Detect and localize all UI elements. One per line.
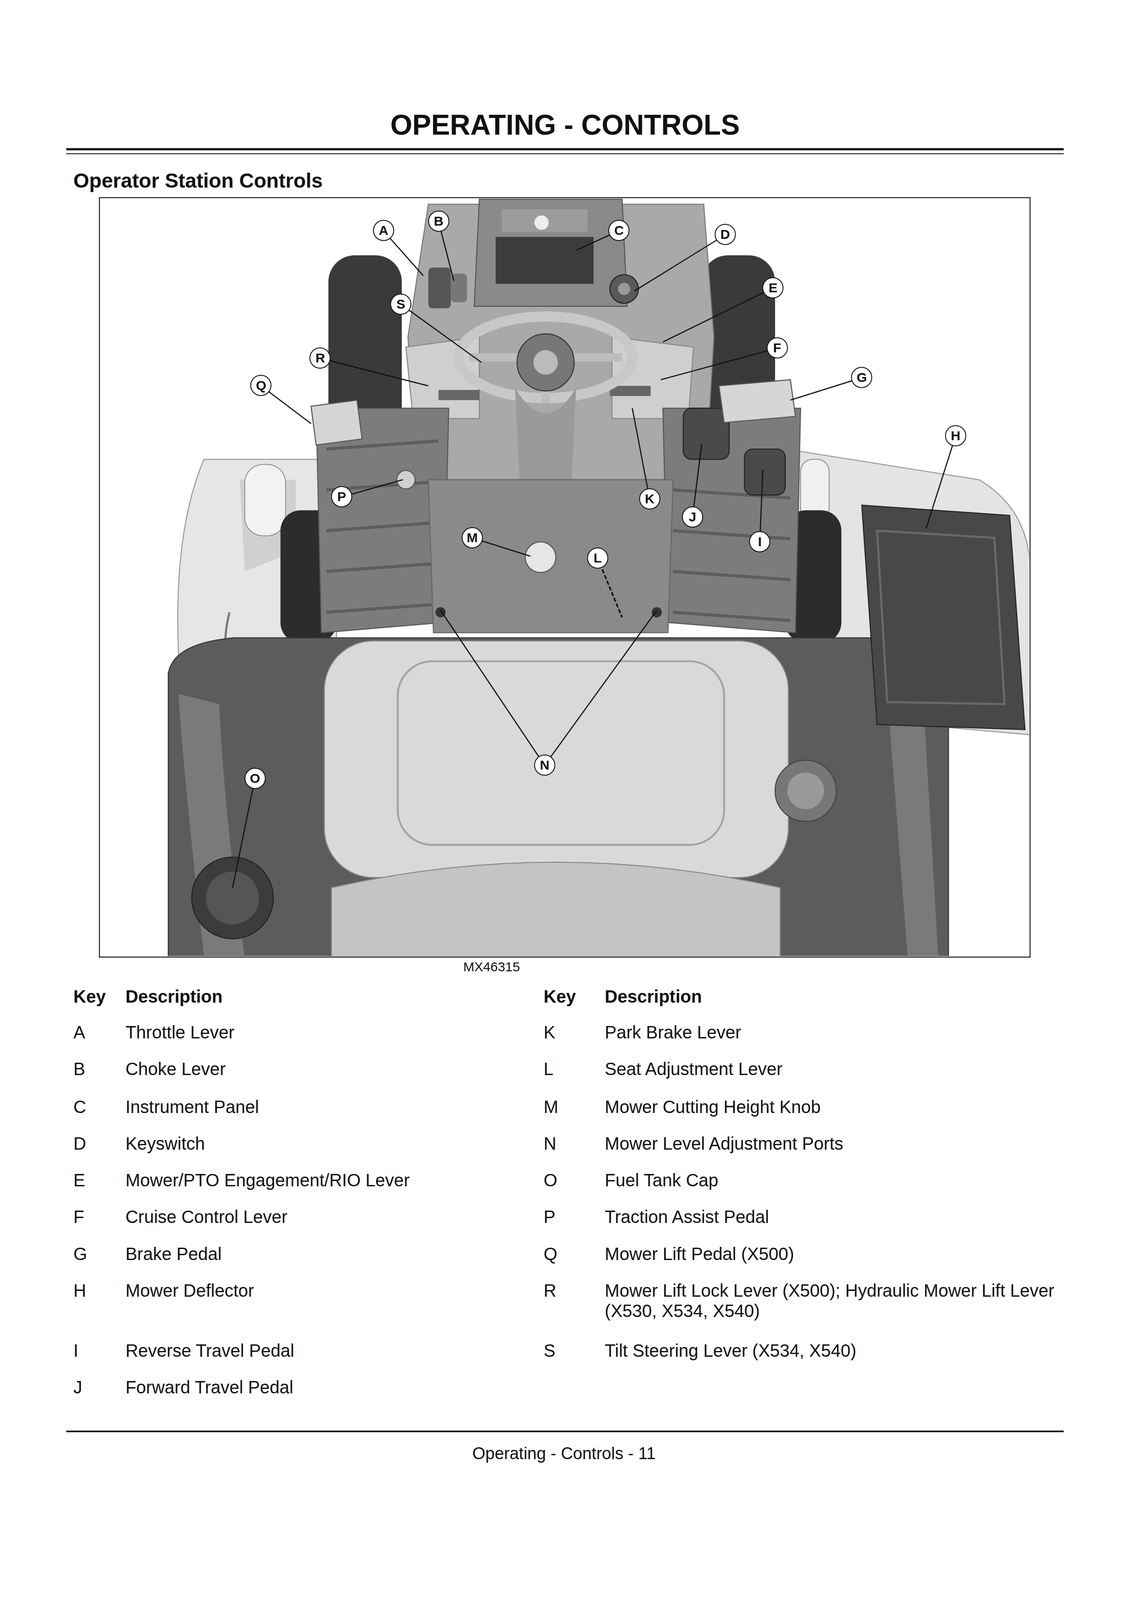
callout-letter: I	[757, 534, 762, 549]
callout-circle: N	[534, 754, 556, 776]
callout-circle: J	[681, 506, 704, 528]
leader-line	[790, 377, 863, 400]
table-description: Mower/PTO Engagement/RIO Lever	[125, 1169, 410, 1191]
leader-line	[544, 610, 657, 765]
table-key: K	[543, 1021, 556, 1043]
table-description: Reverse Travel Pedal	[125, 1340, 294, 1361]
leader-line	[440, 610, 545, 765]
callout-letter: D	[720, 227, 731, 242]
table-key: N	[543, 1133, 557, 1154]
leader-line	[634, 234, 726, 291]
callout-letter: A	[378, 223, 389, 238]
leader-line	[662, 287, 774, 342]
callout-letter: B	[433, 214, 444, 228]
callout-letter: E	[768, 281, 778, 295]
table-key: B	[73, 1058, 86, 1079]
figure-frame	[99, 197, 1030, 957]
table-header: Description	[604, 986, 702, 1007]
leader-line	[660, 347, 777, 380]
tractor-drawing	[168, 199, 1029, 956]
table-description: Cruise Control Lever	[125, 1206, 288, 1227]
callout-circle: F	[766, 337, 788, 359]
table-description: Forward Travel Pedal	[125, 1376, 294, 1398]
table-description: Traction Assist Pedal	[604, 1206, 769, 1227]
table-description: Mower Cutting Height Knob	[604, 1096, 821, 1117]
table-description: Tilt Steering Lever (X534, X540)	[604, 1340, 857, 1361]
page-footer: Operating - Controls - 11	[472, 1443, 656, 1464]
callout-letter: Q	[256, 378, 267, 392]
table-key: A	[73, 1021, 86, 1043]
callout-letter: G	[856, 370, 867, 385]
table-description: Keyswitch	[125, 1133, 205, 1154]
table-description: Choke Lever	[125, 1058, 226, 1079]
table-header: Key	[73, 986, 106, 1007]
callout-circle: I	[749, 531, 771, 553]
table-key: P	[543, 1206, 556, 1227]
callout-circle: D	[714, 223, 736, 245]
table-key: Q	[543, 1243, 558, 1264]
leader-line	[400, 304, 482, 363]
footer-rule	[66, 1430, 1064, 1432]
callout-letter: O	[249, 771, 260, 785]
table-header: Description	[125, 986, 223, 1007]
header-rule	[66, 147, 1064, 151]
callout-letter: M	[466, 531, 478, 545]
table-key: M	[543, 1096, 558, 1117]
table-key: H	[73, 1280, 87, 1301]
table-description: Mower Lift Lock Lever (X500); Hydraulic …	[604, 1280, 1060, 1321]
table-description: Brake Pedal	[125, 1243, 222, 1264]
callout-letter: K	[644, 492, 655, 506]
table-key: I	[73, 1340, 79, 1361]
leader-line	[320, 358, 429, 386]
table-description: Mower Level Adjustment Ports	[604, 1133, 844, 1154]
callout-letter: F	[772, 341, 781, 355]
callout-circle: P	[331, 485, 353, 508]
leader-line	[232, 778, 256, 888]
callout-letter: S	[396, 297, 406, 311]
callout-letter: J	[688, 510, 697, 524]
callout-circle: G	[851, 366, 873, 388]
leader-line	[926, 435, 956, 529]
callout-circle: L	[587, 547, 609, 569]
table-key: L	[543, 1058, 554, 1079]
table-description: Park Brake Lever	[604, 1021, 742, 1043]
callout-letter: L	[593, 551, 602, 565]
callout-circle: O	[244, 767, 266, 789]
callout-letter: C	[614, 223, 625, 238]
table-description: Throttle Lever	[125, 1021, 235, 1043]
callout-letter: H	[950, 429, 961, 443]
table-key: J	[73, 1376, 83, 1398]
callout-circle: A	[372, 219, 395, 242]
table-key: O	[543, 1169, 558, 1191]
section-heading: Operator Station Controls	[73, 169, 323, 193]
callout-circle: E	[762, 277, 784, 299]
table-description: Mower Lift Pedal (X500)	[604, 1243, 795, 1264]
table-key: E	[73, 1169, 86, 1191]
callout-circle: H	[945, 425, 967, 447]
figure-id: MX46315	[463, 959, 520, 975]
table-key: D	[73, 1133, 87, 1154]
callout-letter: P	[337, 489, 347, 504]
table-description: Fuel Tank Cap	[604, 1169, 719, 1191]
table-header: Key	[543, 986, 576, 1007]
callout-letter: R	[315, 351, 326, 365]
table-key: S	[543, 1340, 556, 1361]
table-description: Seat Adjustment Lever	[604, 1058, 783, 1079]
callout-circle: K	[639, 488, 661, 510]
table-description: Instrument Panel	[125, 1096, 259, 1117]
table-key: F	[73, 1206, 84, 1227]
header-rule	[66, 153, 1064, 155]
callout-letter: N	[539, 758, 550, 772]
table-key: G	[73, 1243, 87, 1264]
leader-line	[632, 408, 650, 500]
callout-circle: M	[461, 527, 483, 549]
callout-circle: B	[428, 210, 450, 232]
table-key: C	[73, 1096, 87, 1117]
table-description: Mower Deflector	[125, 1280, 254, 1301]
callout-circle: S	[390, 293, 412, 315]
page-title: OPERATING - CONTROLS	[0, 109, 1130, 142]
table-key: R	[543, 1280, 557, 1301]
